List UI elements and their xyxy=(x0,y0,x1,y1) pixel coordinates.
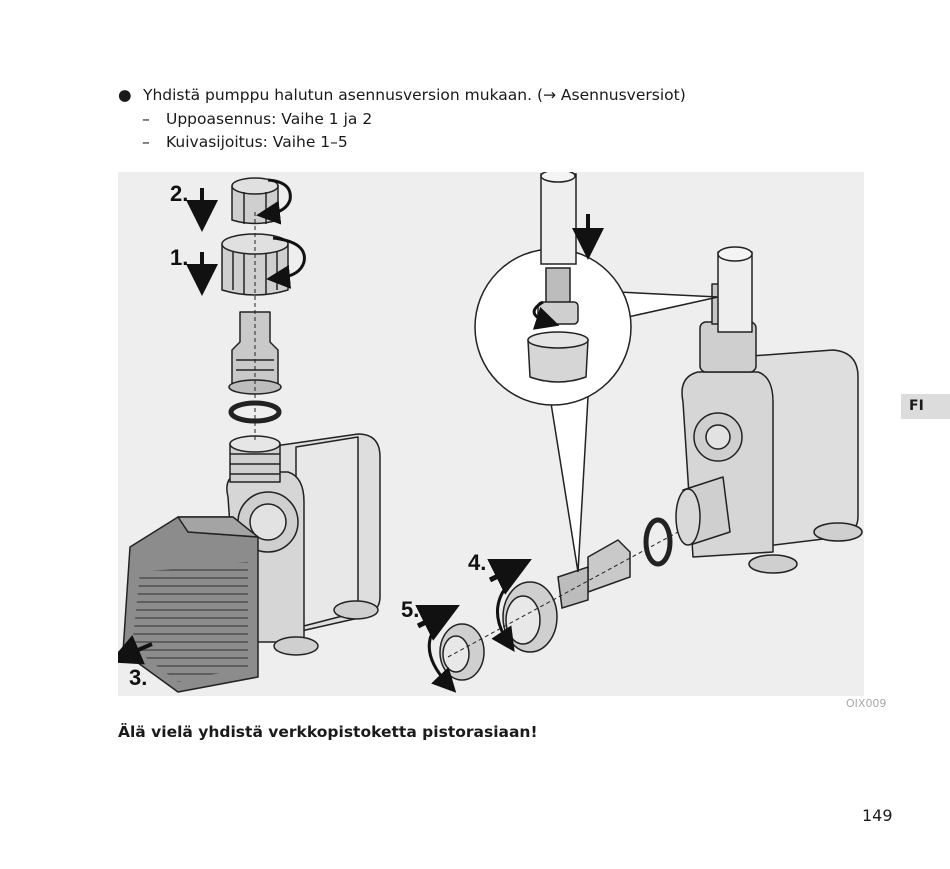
step-label-3: 3. xyxy=(129,665,147,690)
rotation-arrow-icon xyxy=(532,300,560,330)
language-tab: FI xyxy=(901,394,950,419)
push-arrow-icon xyxy=(487,559,532,595)
page-number: 149 xyxy=(862,806,893,825)
bullet-icon: ● xyxy=(118,86,132,104)
rotation-arrow-icon xyxy=(266,236,306,289)
step-label-5: 5. xyxy=(401,597,419,622)
instruction-sub-text: Kuivasijoitus: Vaihe 1–5 xyxy=(166,133,348,151)
pull-arrow-icon xyxy=(109,634,153,665)
instruction-main-text: Yhdistä pumppu halutun asennusversion mu… xyxy=(143,86,686,104)
warning-text: Älä vielä yhdistä verkkopistoketta pisto… xyxy=(118,723,538,741)
left-pump xyxy=(122,177,381,693)
push-arrow-icon xyxy=(415,605,460,641)
step-label-4: 4. xyxy=(468,550,486,575)
pump-assembly-illustration: 2. 1. 3. xyxy=(109,169,864,696)
figure-code: OIX009 xyxy=(846,697,887,710)
right-pump xyxy=(675,246,863,574)
rotation-arrow-icon xyxy=(256,178,292,225)
dash-icon: – xyxy=(142,109,150,128)
dash-icon: – xyxy=(142,133,150,151)
instruction-sub-text: Uppoasennus: Vaihe 1 ja 2 xyxy=(166,109,373,128)
detail-callout xyxy=(474,169,719,573)
assembly-axis xyxy=(447,531,679,658)
step-label-2: 2. xyxy=(170,181,188,206)
step-label-1: 1. xyxy=(170,245,188,270)
